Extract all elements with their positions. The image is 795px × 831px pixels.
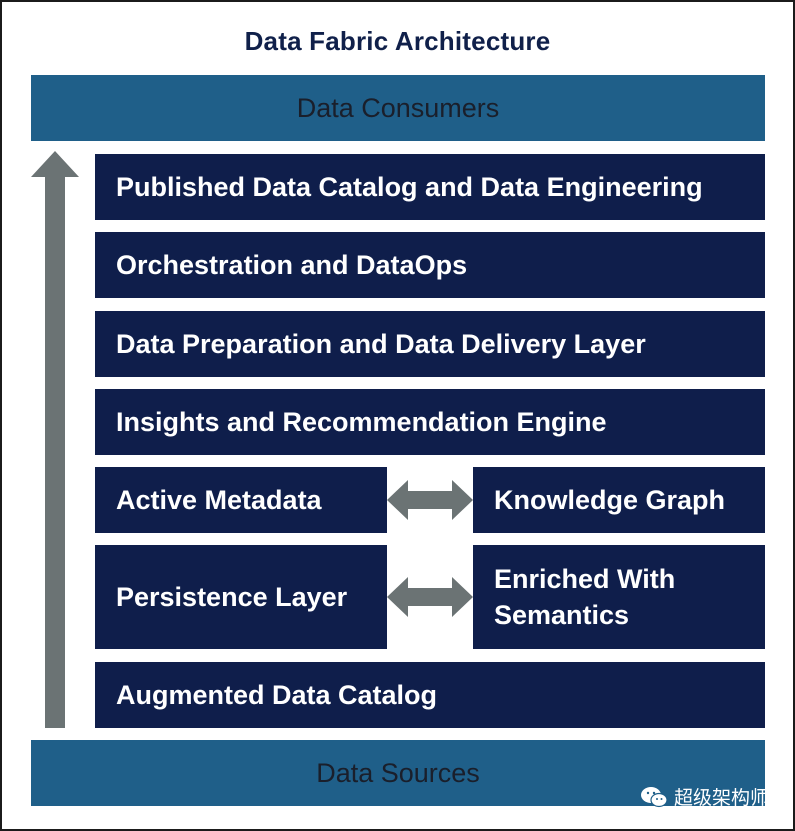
layer-label: Persistence Layer bbox=[116, 582, 348, 612]
layer-label-line1: Enriched With bbox=[494, 564, 676, 594]
layer-label: Knowledge Graph bbox=[494, 485, 726, 515]
layer-published-data-catalog: Published Data Catalog and Data Engineer… bbox=[95, 154, 765, 220]
enriched-semantics-box: Enriched With Semantics bbox=[473, 545, 765, 649]
data-sources-label: Data Sources bbox=[316, 757, 480, 788]
layer-label: Insights and Recommendation Engine bbox=[116, 407, 607, 437]
layer-data-preparation: Data Preparation and Data Delivery Layer bbox=[95, 311, 765, 377]
layer-insights-engine: Insights and Recommendation Engine bbox=[95, 389, 765, 455]
watermark-text: 超级架构师 bbox=[674, 787, 770, 809]
data-consumers-band: Data Consumers bbox=[31, 75, 765, 141]
data-consumers-label: Data Consumers bbox=[296, 92, 500, 123]
layer-label: Augmented Data Catalog bbox=[116, 680, 438, 710]
persistence-layer-box: Persistence Layer bbox=[95, 545, 387, 649]
wechat-logo-icon bbox=[641, 786, 668, 807]
double-arrow-icon bbox=[387, 480, 473, 520]
layer-label: Data Preparation and Data Delivery Layer bbox=[116, 329, 646, 359]
layer-orchestration: Orchestration and DataOps bbox=[95, 232, 765, 298]
up-arrow-icon bbox=[31, 151, 79, 728]
diagram-title: Data Fabric Architecture bbox=[244, 26, 551, 56]
layer-label: Published Data Catalog and Data Engineer… bbox=[116, 172, 703, 202]
layer-label-line2: Semantics bbox=[494, 600, 630, 630]
layer-augmented-data-catalog: Augmented Data Catalog bbox=[95, 662, 765, 728]
watermark: 超级架构师 bbox=[640, 783, 769, 810]
data-sources-band: Data Sources bbox=[31, 740, 765, 806]
layer-label: Orchestration and DataOps bbox=[116, 250, 468, 280]
double-arrow-icon bbox=[387, 577, 473, 617]
knowledge-graph-box: Knowledge Graph bbox=[473, 467, 765, 533]
layer-label: Active Metadata bbox=[116, 485, 322, 515]
active-metadata-box: Active Metadata bbox=[95, 467, 387, 533]
